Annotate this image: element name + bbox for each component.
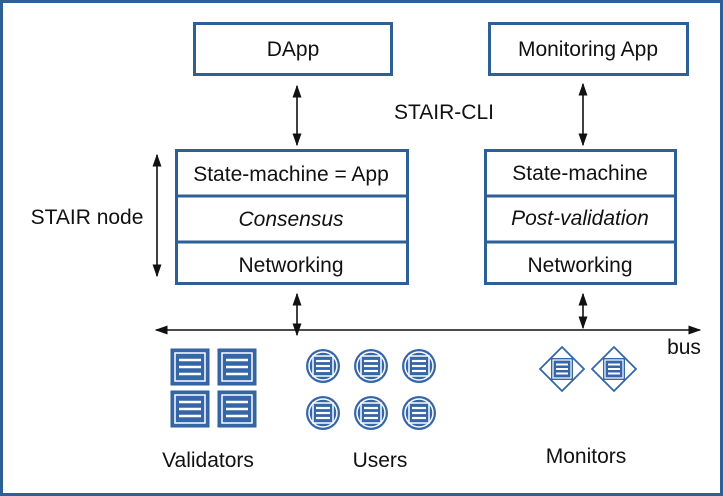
- dapp-label: DApp: [267, 38, 320, 61]
- stair-layer-consensus: Consensus: [238, 208, 344, 231]
- stair-layer-networking: Networking: [238, 254, 343, 277]
- stair-node-stack: State-machine = App Consensus Networking: [175, 149, 409, 285]
- validator-icon: [169, 389, 211, 429]
- user-icon: [400, 347, 438, 385]
- monitoring-app-label: Monitoring App: [518, 38, 658, 61]
- monitors-label: Monitors: [546, 445, 627, 468]
- users-group: [304, 347, 438, 432]
- monitor-stack: State-machine Post-validation Networking: [484, 149, 677, 285]
- user-icon: [352, 347, 390, 385]
- monitor-icon: [539, 346, 585, 392]
- user-icon: [304, 347, 342, 385]
- validator-icon: [216, 347, 258, 387]
- stair-layer-state-machine: State-machine = App: [193, 163, 389, 186]
- monitoring-app-box: Monitoring App: [488, 22, 689, 76]
- user-icon: [352, 394, 390, 432]
- validators-label: Validators: [162, 449, 254, 472]
- user-icon: [304, 394, 342, 432]
- validator-icon: [169, 347, 211, 387]
- user-icon: [400, 394, 438, 432]
- stair-node-label: STAIR node: [31, 206, 144, 229]
- monitors-group: [539, 346, 637, 392]
- bus-label: bus: [667, 336, 701, 359]
- monitor-icon: [591, 346, 637, 392]
- monitor-layer-post-validation: Post-validation: [511, 207, 649, 230]
- monitor-layer-networking: Networking: [527, 254, 632, 277]
- validator-icon: [216, 389, 258, 429]
- users-label: Users: [353, 449, 408, 472]
- dapp-box: DApp: [193, 22, 393, 76]
- validators-group: [169, 347, 258, 429]
- stair-cli-label: STAIR-CLI: [394, 101, 494, 124]
- monitor-layer-state-machine: State-machine: [512, 162, 647, 185]
